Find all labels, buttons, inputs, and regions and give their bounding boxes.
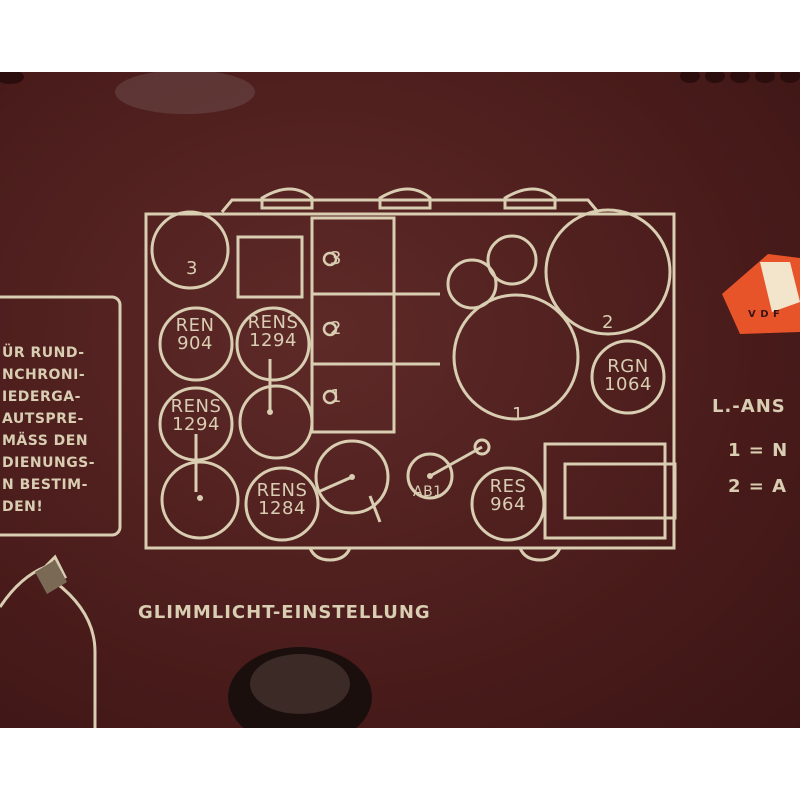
adjust-label: GLIMMLICHT-EINSTELLUNG bbox=[138, 602, 431, 623]
lead-dots bbox=[197, 409, 491, 501]
right-note-line: 1 = N bbox=[728, 440, 789, 461]
knob-highlight bbox=[250, 654, 350, 714]
clip-head bbox=[35, 560, 67, 594]
sticker-white bbox=[760, 262, 800, 312]
socket-number: 3 bbox=[186, 258, 198, 279]
coil-label: 3 bbox=[330, 248, 342, 269]
notice-plate bbox=[0, 295, 122, 537]
radio-panel-drawing bbox=[0, 72, 800, 728]
coil-markers bbox=[322, 251, 338, 405]
right-note-line: 2 = A bbox=[728, 476, 788, 497]
sticker-text: V D F bbox=[748, 309, 781, 320]
worn-patch bbox=[115, 72, 255, 114]
coil-label: 2 bbox=[330, 318, 342, 339]
socket-number: 1 bbox=[512, 404, 524, 425]
tube-label-ab1: AB1 bbox=[413, 484, 443, 500]
speaker-holes bbox=[0, 72, 800, 84]
socket-number: 2 bbox=[602, 312, 614, 333]
right-note-title: L.-ANS bbox=[712, 396, 786, 417]
notice-text: ÜR RUND- NCHRONI- IEDERGA- AUTSPRE- MÄSS… bbox=[2, 345, 96, 515]
coil-label: 1 bbox=[330, 386, 342, 407]
chassis-outline bbox=[144, 187, 677, 562]
